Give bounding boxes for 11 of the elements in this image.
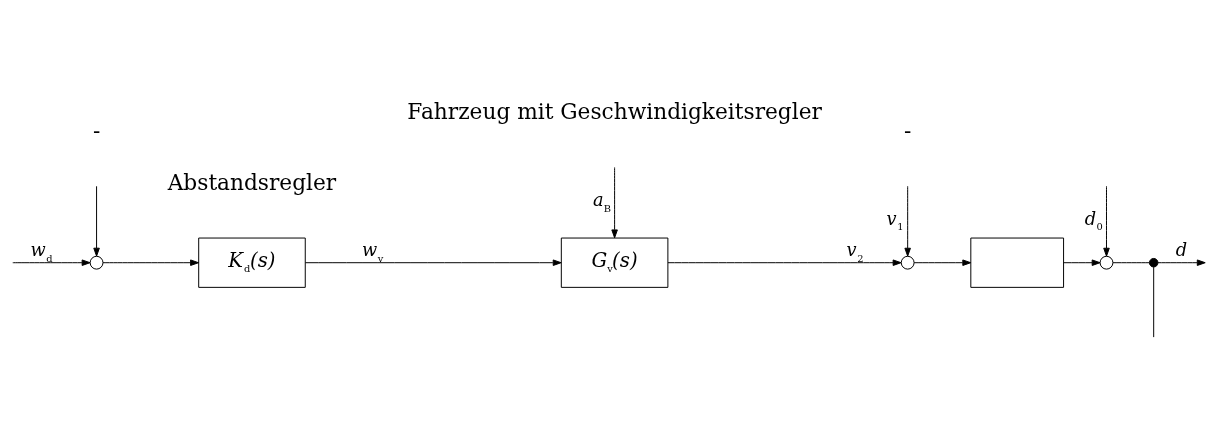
- label: -: [92, 117, 101, 143]
- edge-label: d: [1175, 240, 1188, 261]
- label: Abstandsregler: [167, 170, 337, 196]
- edge-label: w$_{v}$: [362, 240, 384, 264]
- edge-label: v$_{2}$: [846, 240, 864, 264]
- label: Fahrzeug mit Geschwindigkeitsregler: [407, 99, 822, 125]
- edge-label: w$_{d}$: [30, 240, 53, 264]
- edge-label: a$_{B}$: [592, 190, 611, 214]
- edge-label: d$_{0}$: [1084, 208, 1103, 233]
- edge-label: v$_{1}$: [886, 208, 904, 233]
- label: -: [904, 117, 912, 143]
